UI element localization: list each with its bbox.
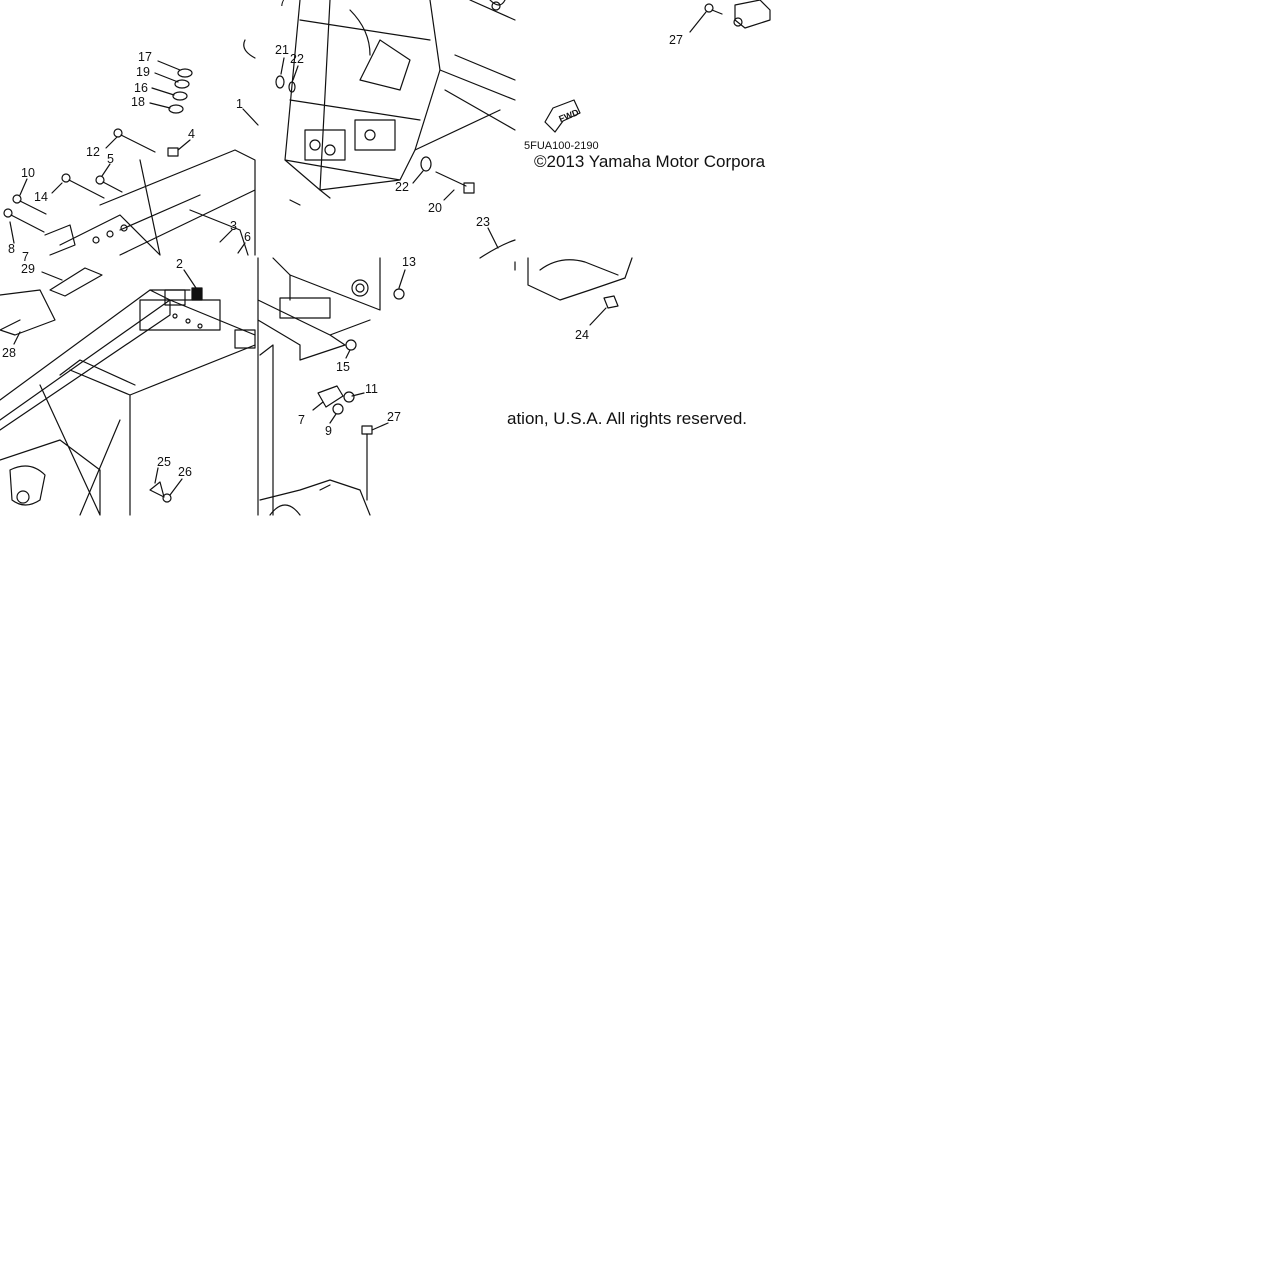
bolt-27-bottom: [362, 426, 372, 500]
callout-14: 14: [34, 190, 48, 204]
part-code: 5FUA100-2190: [524, 140, 599, 152]
callout-13: 13: [402, 255, 416, 269]
bolt-10: [13, 195, 46, 214]
callout-15: 15: [336, 360, 350, 374]
callout-7a: 7: [22, 250, 29, 264]
bushing-17: [178, 69, 192, 77]
callout-7b: 7: [298, 413, 305, 427]
callout-12: 12: [86, 145, 100, 159]
copyright-line-2: ation, U.S.A. All rights reserved.: [507, 409, 747, 428]
fwd-arrow-icon: [545, 100, 580, 132]
callout-26: 26: [178, 465, 192, 479]
callout-16: 16: [134, 81, 148, 95]
callout-11: 11: [365, 382, 378, 396]
grommet-2: [192, 288, 202, 300]
callout-28: 28: [2, 346, 16, 360]
callout-7c: 7: [279, 0, 286, 9]
callout-4: 4: [188, 127, 195, 141]
tile-bottom-middle: [258, 258, 405, 515]
callout-labels: 1 2 3 4 5 6 7 7 7 8 9 10 11 12 13 14 15 …: [2, 0, 683, 479]
callout-2: 2: [176, 257, 183, 271]
bolt-5: [96, 176, 122, 192]
nut-15: [346, 340, 356, 350]
bolt-14: [62, 174, 104, 198]
bushing-19: [175, 80, 189, 88]
callout-27a: 27: [669, 33, 683, 47]
callout-22b: 22: [395, 180, 409, 194]
nut-11: [344, 392, 354, 402]
clamp-24: [604, 296, 618, 308]
bolt-20: [436, 172, 474, 193]
bolt-27-top: [705, 4, 722, 14]
callout-20: 20: [428, 201, 442, 215]
bushing-18: [169, 105, 183, 113]
washer-22b: [421, 157, 431, 171]
bushing-16: [173, 92, 187, 100]
tile-top-middle: [276, 0, 515, 205]
callout-6: 6: [244, 230, 251, 244]
clip-25: [150, 482, 164, 497]
callout-25: 25: [157, 455, 171, 469]
callout-23: 23: [476, 215, 490, 229]
bolt-8: [4, 209, 44, 232]
callout-24: 24: [575, 328, 589, 342]
callout-19: 19: [136, 65, 150, 79]
nut-9: [333, 404, 343, 414]
tile-top-right: [545, 0, 770, 132]
callout-17: 17: [138, 50, 152, 64]
tile-bottom-left: [0, 268, 255, 515]
callout-22a: 22: [290, 52, 304, 66]
callout-21: 21: [275, 43, 289, 57]
nut-13: [394, 289, 404, 299]
callout-27b: 27: [387, 410, 401, 424]
nut-4: [168, 148, 178, 156]
tile-middle-right: [480, 228, 632, 325]
callout-1: 1: [236, 97, 243, 111]
callout-29: 29: [21, 262, 35, 276]
washer-22a: [289, 82, 295, 92]
callout-10: 10: [21, 166, 35, 180]
callout-3: 3: [230, 219, 237, 233]
callout-5: 5: [107, 152, 114, 166]
nut-26: [163, 494, 171, 502]
tile-top-left: [4, 40, 258, 255]
callout-18: 18: [131, 95, 145, 109]
copyright-line-1: ©2013 Yamaha Motor Corpora: [534, 152, 766, 171]
bolt-12: [114, 129, 155, 152]
callout-9: 9: [325, 424, 332, 438]
callout-8: 8: [8, 242, 15, 256]
washer-21: [276, 76, 284, 88]
